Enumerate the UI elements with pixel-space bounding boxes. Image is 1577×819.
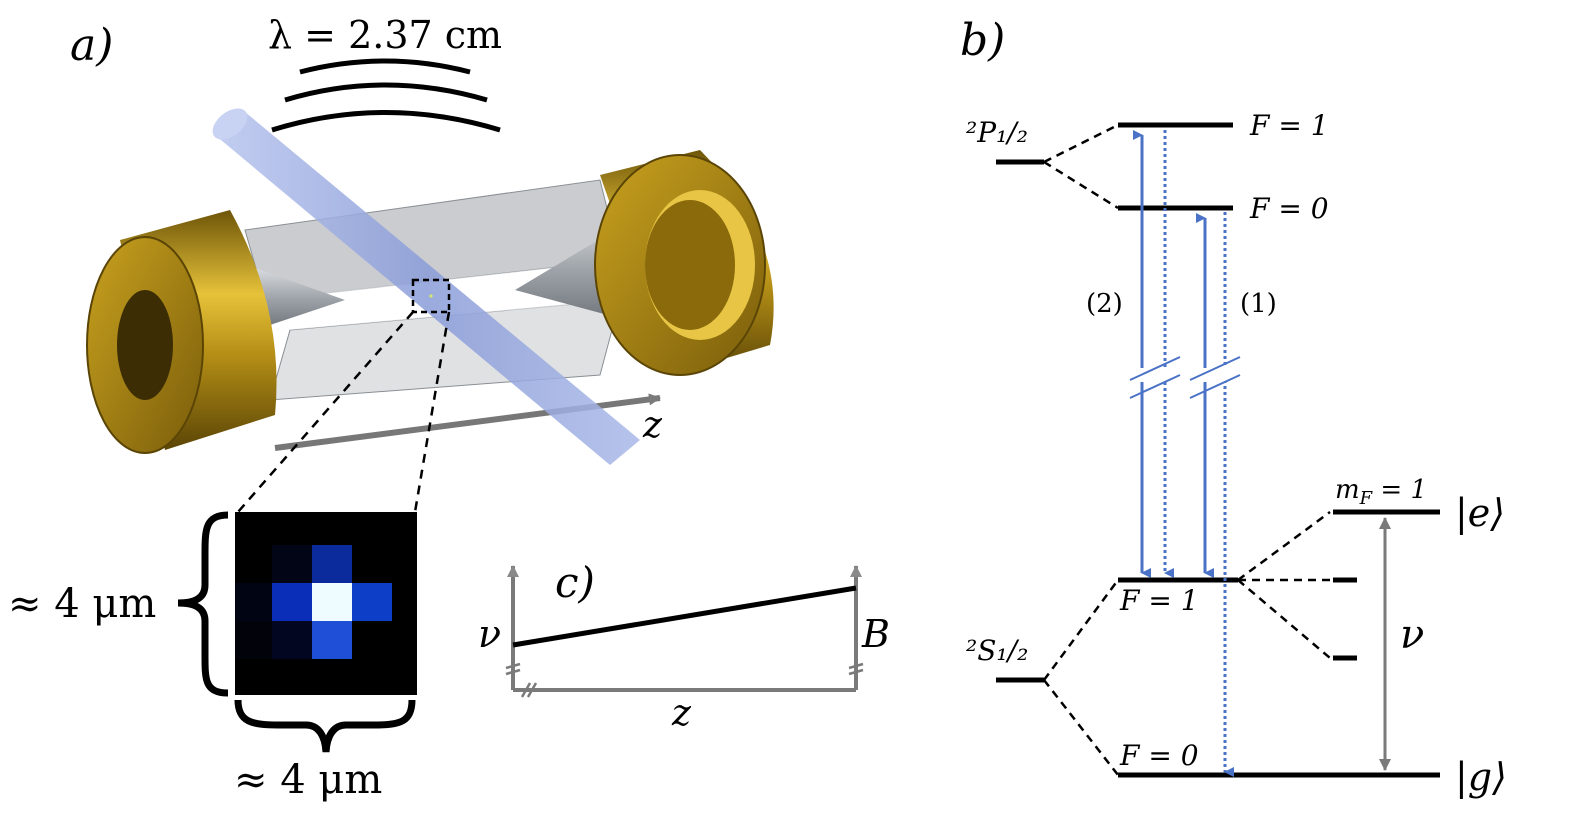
- ion-fluorescence-image: [235, 512, 417, 695]
- ket-e-label: |e⟩: [1455, 491, 1505, 535]
- zoom-line-right: [413, 311, 451, 513]
- field-gradient-line: [512, 585, 857, 648]
- zoom-line-left: [237, 311, 414, 513]
- panel-c: c) ν B z: [478, 558, 890, 734]
- horizontal-brace: [234, 699, 416, 753]
- wavelength-label: λ = 2.37 cm: [268, 13, 502, 57]
- axis-break-marks: [505, 662, 864, 698]
- ion-dot: [429, 294, 433, 298]
- laser-beam: [212, 108, 640, 465]
- size-vertical-label: ≈ 4 μm: [8, 581, 156, 627]
- p-level-label: ²P₁/₂: [966, 116, 1028, 149]
- ion-zoom-box: [411, 278, 451, 314]
- left-gold-electrode: [86, 210, 277, 454]
- zeeman-line-down: [1237, 579, 1331, 659]
- p-f0-label: F = 0: [1249, 192, 1329, 225]
- b-label-c: B: [861, 612, 890, 656]
- p-f1-label: F = 1: [1249, 109, 1329, 142]
- panel-a-label: a): [70, 20, 113, 71]
- s-split-line-lower: [1043, 679, 1119, 776]
- transition-break-marks: [1129, 356, 1241, 399]
- s-split-line-upper: [1042, 579, 1120, 681]
- transition-2-label: (2): [1086, 289, 1123, 319]
- p-split-line-lower: [1043, 160, 1119, 210]
- p-split-line-upper: [1043, 123, 1119, 164]
- left-needle-cone: [255, 268, 345, 330]
- microwave-arcs-icon: [271, 58, 501, 133]
- size-horizontal-label: ≈ 4 μm: [234, 757, 382, 803]
- s-level-label: ²S₁/₂: [966, 634, 1028, 667]
- z-axis-label: z: [642, 405, 663, 446]
- panel-b-label: b): [960, 15, 1005, 66]
- right-gold-electrode: [594, 150, 774, 376]
- ket-g-label: |g⟩: [1455, 755, 1507, 799]
- panel-a: a) λ = 2.37 cm z: [8, 13, 774, 803]
- panel-b: b) ²P₁/₂ F = 1 F = 0 ²S₁/₂ F = 1 F = 0 m…: [960, 15, 1507, 799]
- z-label-c: z: [671, 693, 692, 734]
- vertical-brace: [177, 511, 229, 697]
- s-f1-label: F = 1: [1119, 584, 1199, 617]
- nu-label-b: ν: [1400, 612, 1424, 658]
- panel-c-label: c): [555, 558, 595, 607]
- nu-label-c: ν: [478, 612, 501, 656]
- transition-1-label: (1): [1240, 289, 1277, 319]
- zeeman-line-up: [1237, 510, 1331, 582]
- s-f0-label: F = 0: [1119, 739, 1199, 772]
- mf-label: mF = 1: [1335, 475, 1427, 509]
